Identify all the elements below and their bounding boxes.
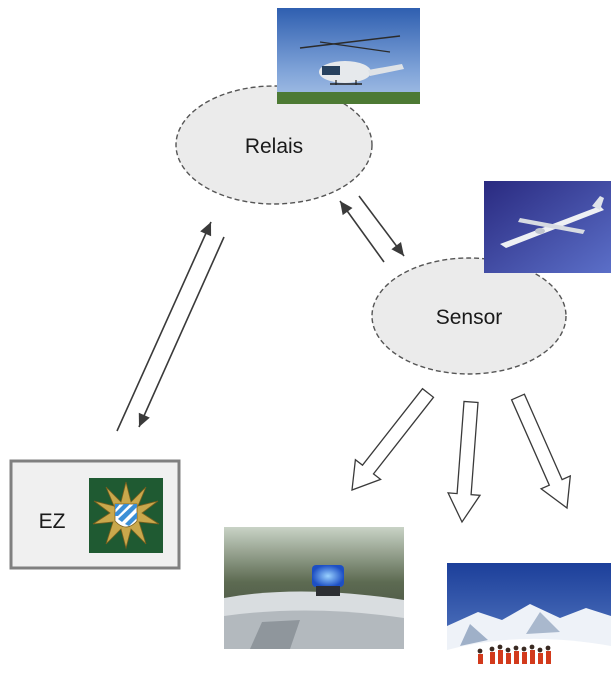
- sensor-label: Sensor: [436, 306, 503, 329]
- police-badge-emblem: [89, 478, 163, 553]
- arrow-sensor-to-police: [351, 387, 435, 491]
- relais-ellipse: [175, 85, 373, 205]
- arrow-sensor-to-rescue: [510, 393, 572, 510]
- arrow-ez-to-relais: [116, 221, 212, 432]
- arrow-sensor-to-center: [447, 400, 482, 524]
- police-car-siren-photo: [224, 527, 404, 649]
- sensor-node: Sensor: [371, 257, 567, 375]
- relais-node: Relais: [175, 85, 373, 205]
- helicopter-photo: [277, 8, 420, 104]
- arrow-relais-to-ez: [138, 236, 225, 428]
- mountain-rescue-team-photo: [447, 563, 611, 685]
- sensor-ellipse: [371, 257, 567, 375]
- ez-label: EZ: [39, 510, 66, 533]
- arrow-layer: [116, 195, 572, 524]
- drone-aircraft-photo: [484, 181, 611, 273]
- arrow-relais-to-sensor: [358, 195, 405, 257]
- relais-label: Relais: [245, 135, 303, 158]
- arrow-sensor-to-relais: [339, 200, 385, 263]
- ez-node: EZ: [9, 459, 181, 570]
